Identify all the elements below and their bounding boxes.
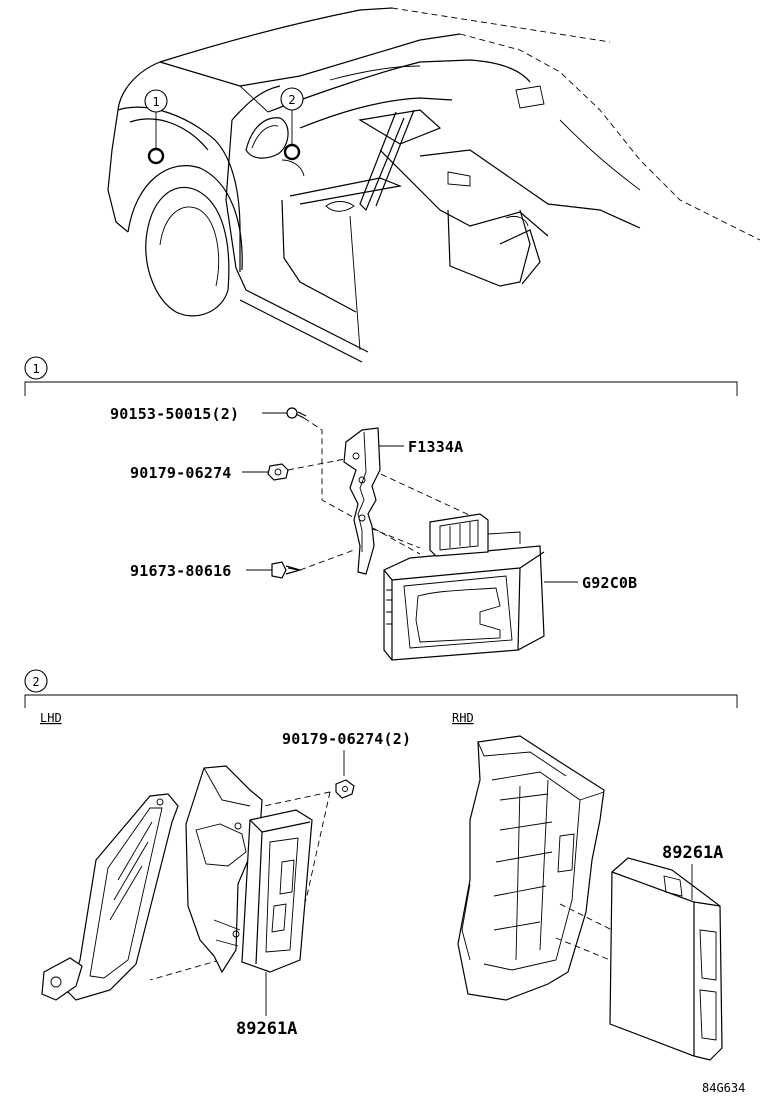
nut-drawing (267, 463, 289, 481)
part-number-bracket: F1334A (408, 438, 463, 456)
callout-1-overview (144, 89, 168, 113)
part-number-rhd-module: 89261A (662, 843, 723, 863)
section-1-bracket-line (24, 381, 738, 396)
part-number-lhd-module: 89261A (236, 1019, 297, 1039)
module-g92c0b-drawing (383, 513, 545, 661)
part-number-nut: 90179-06274 (130, 464, 232, 482)
callout-2-overview-label: 2 (288, 93, 295, 107)
location-marker-2 (283, 143, 301, 161)
section-1-callout (24, 356, 48, 380)
section-1: 1 90153-50015(2) 90179-06274 91673-80616… (24, 356, 738, 661)
section-2-callout-label: 2 (32, 675, 39, 689)
callout-1-overview-label: 1 (152, 95, 159, 109)
bracket-drawing (343, 427, 381, 575)
rhd-assembly-drawing (457, 735, 723, 1061)
bolt-a-drawing (286, 407, 307, 419)
figure-id: 84G634 (702, 1081, 745, 1095)
bolt-b-drawing (271, 561, 303, 579)
section-2-bracket-line (24, 694, 738, 708)
part-number-bolt-a: 90153-50015(2) (110, 405, 239, 423)
part-number-bolt-b: 91673-80616 (130, 562, 232, 580)
lhd-assembly-drawing (41, 750, 355, 1016)
location-marker-1 (147, 147, 165, 165)
section-2: 2 LHD RHD 90179-06274(2) 89261A 89261A (24, 669, 745, 1095)
section-1-callout-label: 1 (32, 362, 39, 376)
section-2-callout (24, 669, 48, 693)
part-number-nut-2: 90179-06274(2) (282, 730, 411, 748)
lhd-label: LHD (40, 711, 62, 725)
vehicle-overview: 1 2 (107, 7, 760, 363)
part-number-module: G92C0B (582, 574, 637, 592)
callout-2-overview (280, 87, 304, 111)
rhd-label: RHD (452, 711, 474, 725)
